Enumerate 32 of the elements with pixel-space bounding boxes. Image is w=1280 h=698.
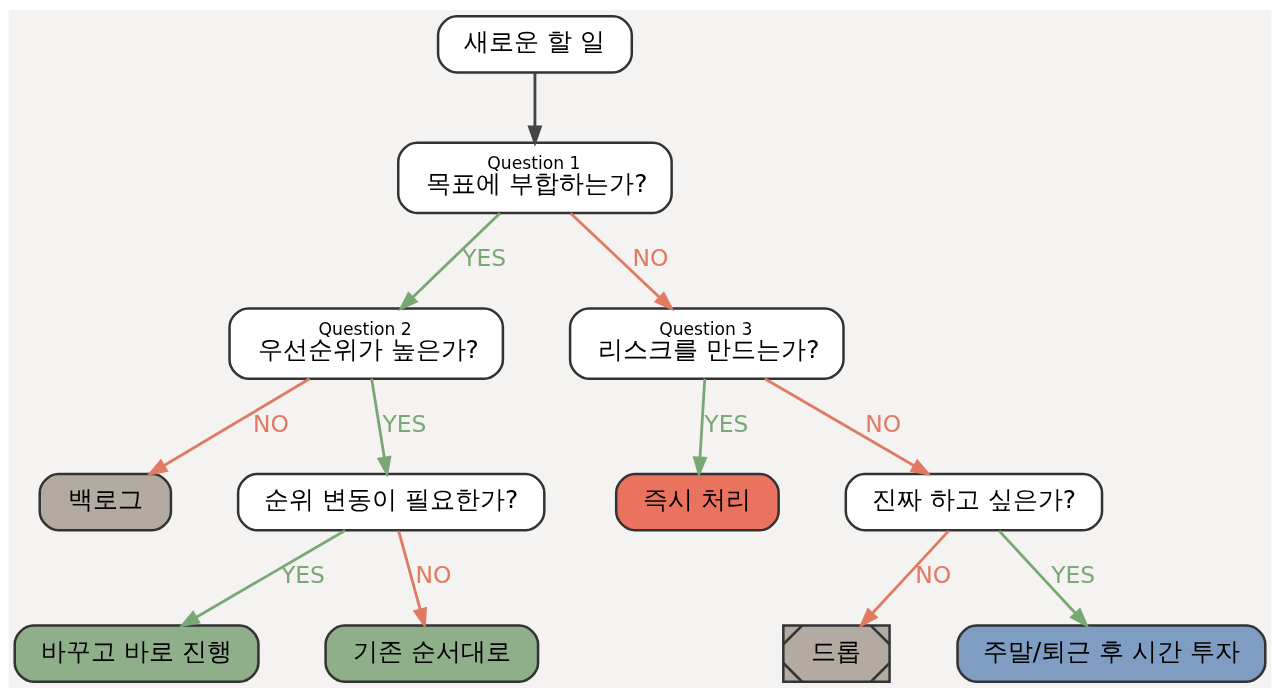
edge-label: NO: [632, 244, 669, 273]
edge-label: NO: [415, 561, 452, 590]
edge-label: YES: [704, 409, 749, 438]
edge-label: YES: [280, 561, 325, 590]
node-box: 바꾸고 바로 진행: [13, 624, 260, 683]
edge-label: YES: [382, 409, 427, 438]
edge-label: YES: [462, 244, 507, 273]
node-box: 주말/퇴근 후 시간 투자: [956, 624, 1267, 683]
edge-label: YES: [1051, 561, 1096, 590]
node-box: Question 1 목표에 부합하는가?: [397, 141, 673, 215]
arrow: [858, 529, 950, 629]
node-box: 기존 순서대로: [324, 624, 540, 683]
arrow: [569, 212, 675, 312]
arrow: [527, 72, 543, 147]
arrow: [178, 529, 346, 628]
edge-label: NO: [252, 409, 289, 438]
node-box: 순위 변동이 필요한가?: [236, 472, 546, 532]
arrow: [998, 529, 1090, 629]
arrow: [370, 378, 392, 478]
node-box: 즉시 처리: [614, 472, 780, 532]
arrow: [764, 377, 932, 476]
arrow: [398, 212, 501, 312]
node-box: Question 2 우선순위가 높은가?: [228, 307, 505, 380]
node-box: 진짜 하고 싶은가?: [844, 472, 1104, 532]
node-box: Question 3 리스크를 만드는가?: [568, 307, 845, 380]
node-box: 새로운 할 일: [436, 15, 634, 74]
node-box: 백로그: [38, 472, 173, 532]
arrow: [146, 377, 311, 476]
edge-label: NO: [915, 561, 952, 590]
arrow: [692, 378, 708, 478]
arrow: [397, 530, 428, 630]
edge-label: NO: [865, 409, 902, 438]
